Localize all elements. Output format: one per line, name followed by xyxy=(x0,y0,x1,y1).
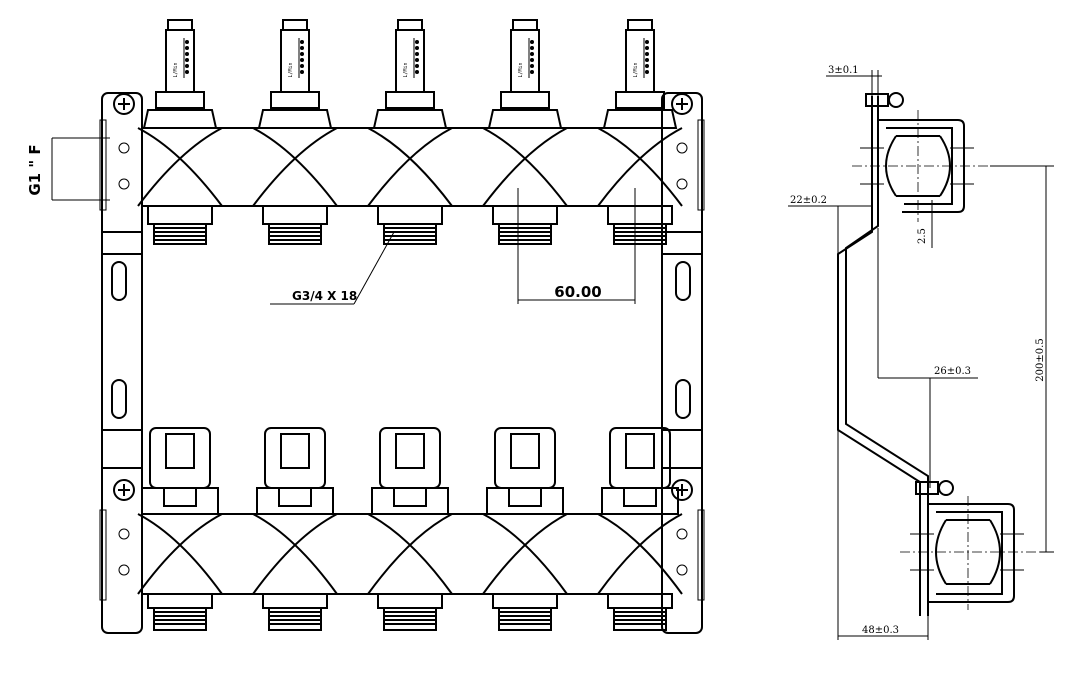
flowmeter-scale-label: L/Min xyxy=(288,62,294,77)
circuits: L/Min L/Min L/Min L/Min L/Min xyxy=(137,19,683,631)
front-view: L/Min L/Min L/Min L/Min L/Min G1 " F G3/4 X … xyxy=(26,19,705,634)
flowmeter-scale-label: L/Min xyxy=(633,62,639,77)
dim-pipe-offset: 26±0.3 xyxy=(934,366,971,377)
inlet-thread-dimension: G1 " F xyxy=(26,137,110,201)
right-bracket xyxy=(661,92,705,634)
circuit-1: L/Min xyxy=(137,19,223,631)
flowmeter-scale-label: L/Min xyxy=(518,62,524,77)
spacing-dimension: 60.00 xyxy=(517,188,636,304)
lower-pipe-clip xyxy=(910,480,1024,603)
flowmeter-scale-label: L/Min xyxy=(403,62,409,77)
dim-bracket-depth: 22±0.2 xyxy=(790,195,827,206)
circuit-2: L/Min xyxy=(252,19,338,631)
dim-bolt-offset: 3±0.1 xyxy=(828,65,859,76)
bracket-profile xyxy=(837,96,921,616)
circuit-4: L/Min xyxy=(482,19,568,631)
outlet-thread-label: G3/4 X 18 xyxy=(292,289,357,303)
circuit-5: L/Min xyxy=(597,19,683,631)
dim-clip-gap: 2.5 xyxy=(917,228,928,244)
left-bracket xyxy=(99,92,143,634)
circuit-3: L/Min xyxy=(367,19,453,631)
side-view: 3±0.1 22±0.2 2.5 26±0.3 200±0.5 48±0.3 xyxy=(788,65,1054,640)
dim-pipe-centers: 200±0.5 xyxy=(1035,338,1046,381)
manifold-bars xyxy=(141,127,663,595)
inlet-thread-label: G1 " F xyxy=(26,144,44,195)
flowmeter-scale-label: L/Min xyxy=(173,62,179,77)
outlet-thread-callout: G3/4 X 18 xyxy=(270,231,395,305)
spacing-label: 60.00 xyxy=(554,283,601,301)
dim-base-width: 48±0.3 xyxy=(862,625,899,636)
